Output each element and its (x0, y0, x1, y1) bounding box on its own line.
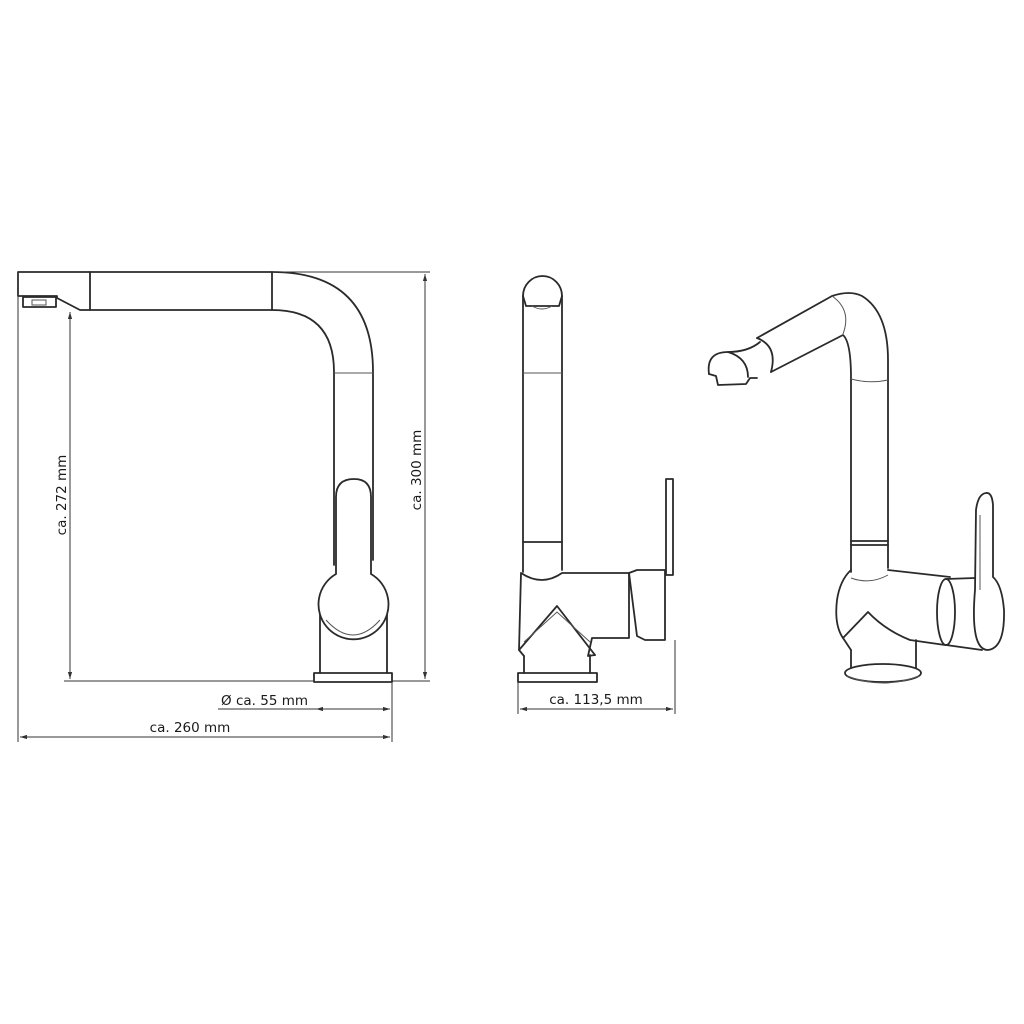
label-spout-height: ca. 272 mm (54, 455, 70, 536)
label-base-diameter: Ø ca. 55 mm (221, 693, 308, 709)
label-total-reach: ca. 260 mm (150, 720, 231, 736)
spout-nozzle (17, 271, 91, 311)
spout-head-edge (727, 351, 749, 378)
perspective-view (707, 292, 1005, 684)
label-total-height: ca. 300 mm (409, 430, 425, 511)
lever-handle (317, 478, 390, 641)
label-body-depth: ca. 113,5 mm (549, 692, 643, 708)
chevron-inner (523, 611, 591, 643)
spout-inner (89, 309, 335, 566)
tube-seam (850, 378, 889, 383)
handle-underside (325, 619, 381, 636)
body-chevron (518, 605, 596, 656)
body-collar (850, 574, 889, 582)
body-top (887, 569, 951, 578)
neck (523, 654, 591, 674)
neck (850, 639, 917, 669)
base-plate (313, 672, 393, 683)
cartridge (628, 569, 666, 641)
body (518, 572, 630, 657)
body-left (835, 569, 852, 651)
base-edge (846, 675, 920, 684)
spout-aerator (522, 295, 563, 307)
spout-seam (756, 337, 774, 373)
side-view: ca. 272 mm ca. 300 mm Ø ca. 55 mm ca. 26… (17, 271, 430, 742)
base-plate (517, 672, 598, 683)
spout-outer (89, 271, 374, 561)
aerator-detail (31, 299, 47, 306)
aerator (22, 296, 57, 308)
spout-head-bottom (708, 373, 758, 386)
aerator-detail (531, 305, 553, 310)
spout-head (522, 275, 563, 297)
tube-ring (850, 540, 889, 546)
base-ring (844, 663, 922, 683)
spout-inner (770, 334, 852, 573)
bend-seam (831, 295, 847, 335)
lever-plate (665, 478, 674, 576)
spout-head-top (707, 341, 761, 375)
front-view: ca. 113,5 mm (517, 275, 676, 714)
body-chevron (842, 611, 946, 646)
cartridge-ring (936, 578, 956, 646)
spout-outer (756, 292, 889, 569)
cartridge (945, 577, 983, 651)
lever-handle (973, 492, 1005, 651)
